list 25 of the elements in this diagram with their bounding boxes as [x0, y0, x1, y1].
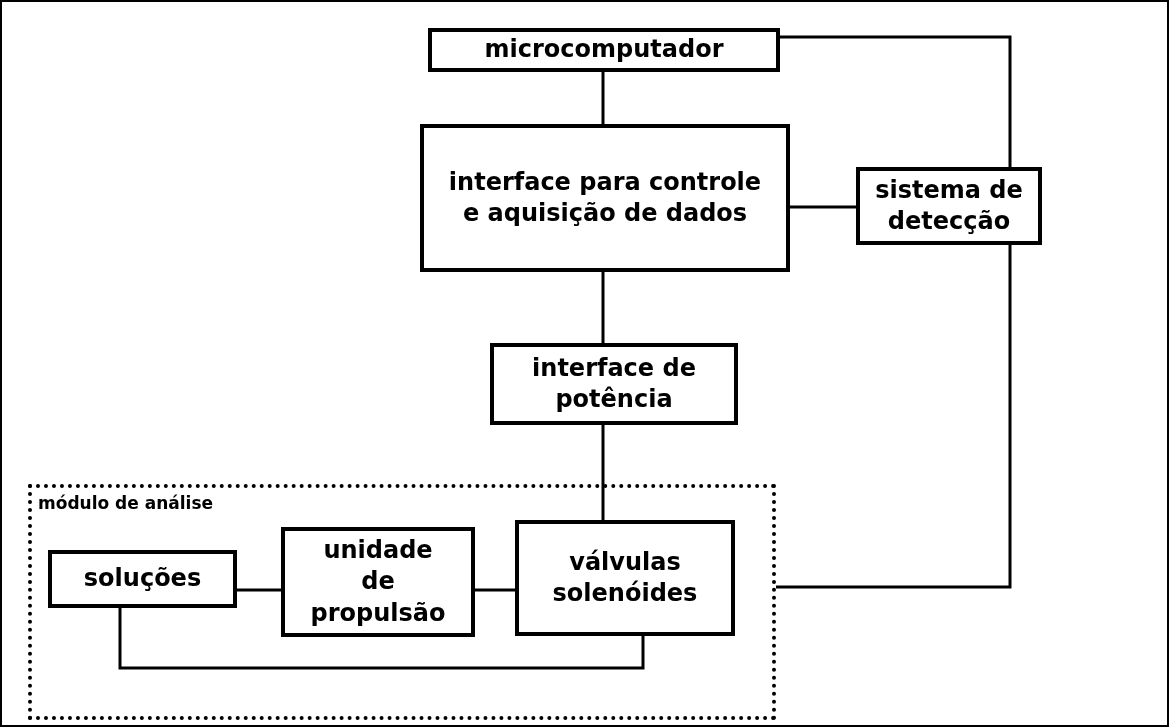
process-box	[281, 527, 475, 637]
box-label: válvulas solenóides	[551, 546, 699, 609]
process-box	[490, 343, 738, 425]
connector-line	[601, 425, 605, 520]
box-label: microcomputador	[484, 34, 724, 66]
process-box	[48, 550, 237, 608]
box-label: unidade de propulsão	[309, 535, 447, 629]
connector-line	[790, 205, 856, 209]
connector-line	[601, 72, 605, 124]
connector-line	[237, 588, 281, 592]
connector-line	[780, 35, 1012, 167]
connector-line	[601, 272, 605, 343]
box-label: interface para controle e aquisição de dados	[447, 166, 763, 229]
connector-line	[118, 608, 645, 670]
connector-line	[776, 245, 1012, 589]
process-box	[515, 520, 735, 636]
process-box	[428, 28, 780, 72]
box-label: interface de potência	[531, 352, 697, 415]
group-heading: módulo de análise	[38, 492, 214, 515]
connector-line	[475, 588, 515, 592]
process-box	[420, 124, 790, 272]
box-label: soluções	[83, 563, 202, 595]
box-label: sistema de detecção	[874, 174, 1024, 237]
module-frame	[28, 484, 776, 720]
process-box	[856, 167, 1042, 245]
